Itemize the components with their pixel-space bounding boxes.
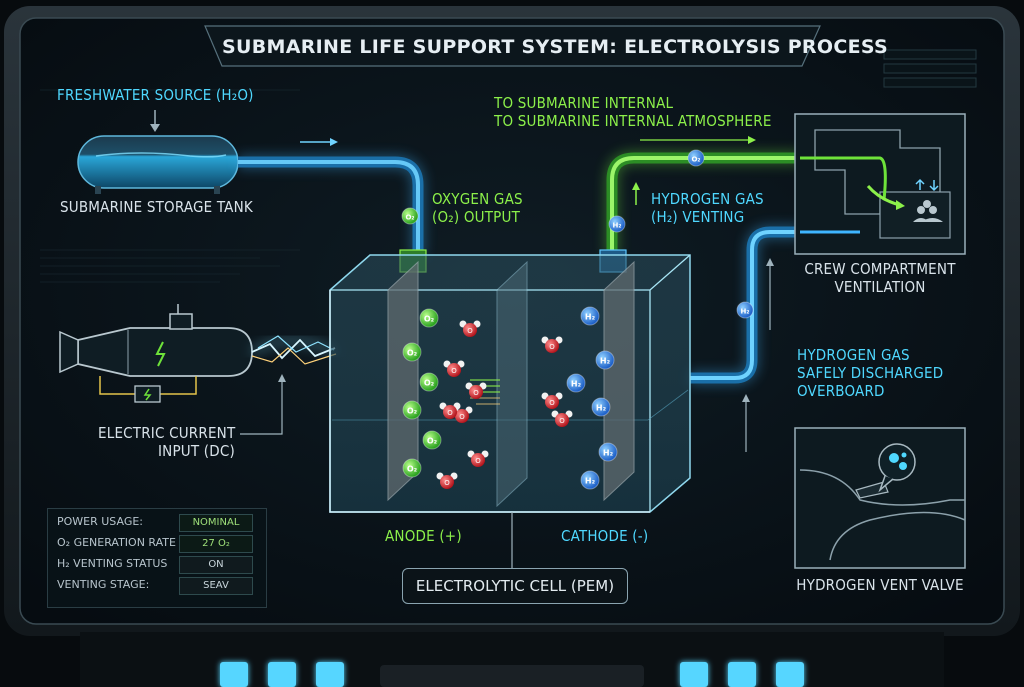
water-molecule: O: [551, 410, 573, 427]
svg-text:H₂: H₂: [603, 449, 614, 458]
water-molecule: O: [467, 450, 489, 467]
oxygen-molecule: O₂: [419, 308, 439, 328]
svg-text:O₂: O₂: [691, 156, 700, 164]
pipe-hydrogen-molecule: H₂: [608, 215, 626, 233]
vent-valve-label: HYDROGEN VENT VALVE: [796, 576, 964, 594]
mini-readout: [883, 49, 977, 88]
to-internal-atmosphere-label: TO SUBMARINE INTERNAL ATMOSPHERE: [494, 112, 772, 130]
status-row: H₂ VENTING STATUS ON: [47, 554, 265, 575]
status-key: H₂ VENTING STATUS: [57, 557, 168, 570]
oxygen-molecule: O₂: [422, 430, 442, 450]
svg-text:H₂: H₂: [585, 313, 596, 322]
status-key: O₂ GENERATION RATE: [57, 536, 176, 549]
water-molecule: O: [541, 392, 563, 409]
molecules-layer: O₂O₂O₂O₂O₂O₂H₂H₂H₂H₂H₂H₂OOOOOOOOOOO₂O₂H₂…: [401, 149, 754, 490]
anode-label: ANODE (+): [385, 527, 462, 545]
electrolytic-cell-label: ELECTROLYTIC CELL (PEM): [402, 568, 628, 604]
svg-text:O₂: O₂: [407, 465, 418, 474]
water-molecule: O: [443, 360, 465, 377]
svg-text:O: O: [475, 457, 481, 465]
svg-text:O: O: [459, 413, 465, 421]
status-key: VENTING STAGE:: [57, 578, 150, 591]
ventilation-label: VENTILATION: [834, 278, 926, 296]
svg-text:O₂: O₂: [405, 214, 414, 222]
discharge-label-2: SAFELY DISCHARGED: [797, 364, 944, 382]
discharge-label-1: HYDROGEN GAS: [797, 346, 910, 364]
svg-text:H₂: H₂: [741, 308, 750, 316]
svg-text:O: O: [549, 343, 555, 351]
to-internal-label: TO SUBMARINE INTERNAL: [494, 94, 674, 112]
status-row: VENTING STAGE: SEAV: [47, 575, 265, 596]
hydrogen-molecule: H₂: [580, 306, 600, 326]
water-molecule: O: [541, 336, 563, 353]
freshwater-source-label: FRESHWATER SOURCE (H₂O): [57, 86, 254, 104]
bottom-console: [80, 632, 944, 687]
pipe-hydrogen-molecule: H₂: [736, 301, 754, 319]
svg-text:H₂: H₂: [600, 357, 611, 366]
svg-text:H₂: H₂: [585, 477, 596, 486]
oxygen-molecule: O₂: [402, 458, 422, 478]
storage-tank: [77, 135, 239, 194]
svg-text:O: O: [451, 367, 457, 375]
vent-valve-diagram: [794, 427, 966, 569]
discharge-label-3: OVERBOARD: [797, 382, 885, 400]
svg-text:O₂: O₂: [427, 437, 438, 446]
oxygen-output-label-2: (O₂) OUTPUT: [432, 208, 521, 226]
oxygen-output-label-1: OXYGEN GAS: [432, 190, 523, 208]
crew-compartment-diagram: [794, 113, 966, 255]
oxygen-molecule: O₂: [402, 342, 422, 362]
status-value: 27 O₂: [179, 535, 253, 553]
svg-text:O: O: [559, 417, 565, 425]
svg-text:O: O: [473, 389, 479, 397]
pipe-oxygen-molecule: O₂: [687, 149, 705, 167]
hydrogen-molecule: H₂: [591, 397, 611, 417]
electrolytic-cell: [329, 254, 691, 570]
title-frame: [204, 25, 821, 67]
electric-current-label: ELECTRIC CURRENT: [98, 424, 236, 442]
svg-text:O₂: O₂: [407, 407, 418, 416]
water-molecule: O: [465, 382, 487, 399]
status-value: ON: [179, 556, 253, 574]
oxygen-molecule: O₂: [402, 400, 422, 420]
crew-compartment-label: CREW COMPARTMENT: [804, 260, 956, 278]
page-title: SUBMARINE LIFE SUPPORT SYSTEM: ELECTROLY…: [222, 36, 888, 58]
status-value: NOMINAL: [179, 514, 253, 532]
water-molecule: O: [439, 402, 461, 419]
status-row: POWER USAGE: NOMINAL: [47, 512, 265, 533]
svg-text:H₂: H₂: [571, 380, 582, 389]
hydrogen-venting-label-2: (H₂) VENTING: [651, 208, 745, 226]
hydrogen-discharge-pipe: [690, 225, 800, 452]
status-value: SEAV: [179, 577, 253, 595]
water-pipe: [238, 138, 425, 255]
svg-text:O: O: [467, 327, 473, 335]
pipe-oxygen-molecule: O₂: [401, 207, 419, 225]
cathode-label: CATHODE (-): [561, 527, 649, 545]
svg-text:O: O: [447, 409, 453, 417]
status-key: POWER USAGE:: [57, 515, 144, 528]
hydrogen-molecule: H₂: [580, 470, 600, 490]
storage-tank-label: SUBMARINE STORAGE TANK: [60, 198, 253, 216]
svg-text:H₂: H₂: [596, 404, 607, 413]
svg-text:O₂: O₂: [424, 315, 435, 324]
hydrogen-molecule: H₂: [566, 373, 586, 393]
hydrogen-molecule: H₂: [595, 350, 615, 370]
svg-text:O: O: [444, 479, 450, 487]
submarine-icon: [59, 304, 253, 403]
electric-input-label: INPUT (DC): [158, 442, 235, 460]
hydrogen-molecule: H₂: [598, 442, 618, 462]
electric-arrow: [240, 378, 283, 435]
water-molecule: O: [459, 320, 481, 337]
hydrogen-venting-label-1: HYDROGEN GAS: [651, 190, 764, 208]
svg-text:O₂: O₂: [424, 379, 435, 388]
water-molecule: O: [436, 472, 458, 489]
svg-text:O₂: O₂: [407, 349, 418, 358]
electric-current-arc: [250, 335, 337, 365]
svg-text:H₂: H₂: [613, 222, 622, 230]
svg-text:O: O: [549, 399, 555, 407]
oxygen-molecule: O₂: [419, 372, 439, 392]
